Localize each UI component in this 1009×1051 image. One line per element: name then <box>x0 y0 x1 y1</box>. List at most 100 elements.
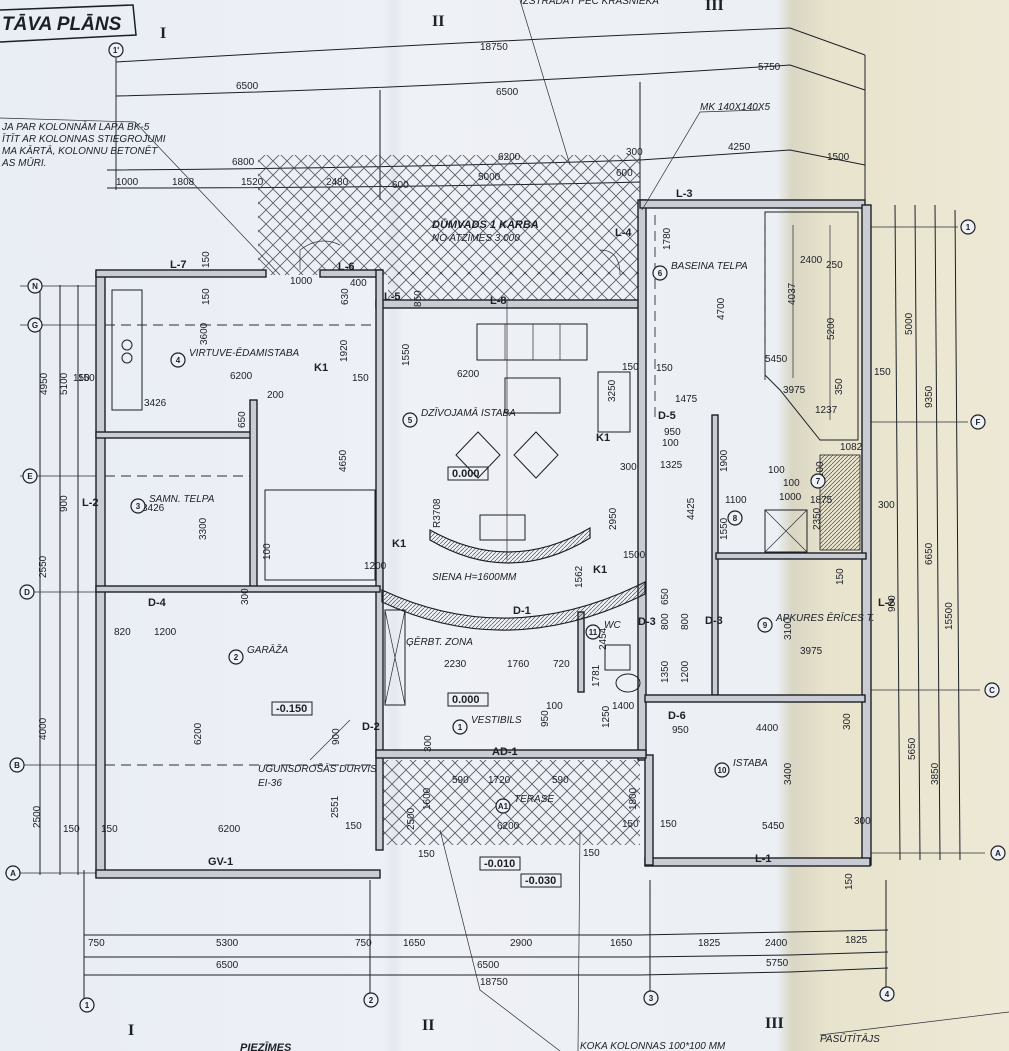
column-note-line: MA KĀRTĀ, KOLONNU BETONĒT <box>2 145 158 157</box>
dimension-inner: 1475 <box>675 394 698 405</box>
axis-left-circle <box>19 584 35 600</box>
axis-left-circle <box>27 317 43 333</box>
coffee-table <box>504 377 561 414</box>
element-mark: D-6 <box>668 710 686 722</box>
dimension-bottom: 6500 <box>477 960 500 971</box>
toilet <box>604 644 631 671</box>
dimension-inner-vertical: 4425 <box>686 497 697 520</box>
dimension-top: 600 <box>616 168 633 179</box>
dimension-inner-vertical: 800 <box>660 613 671 630</box>
dimension-inner-vertical: 1600 <box>422 787 433 810</box>
element-mark: D-4 <box>148 597 167 609</box>
dimension-top: 1500 <box>827 152 850 163</box>
dimension-inner-vertical: 1920 <box>339 339 350 362</box>
dimension-inner-vertical: 6200 <box>193 722 204 745</box>
dimension-bottom: 750 <box>355 938 372 949</box>
dimension-inner: 6200 <box>230 371 253 382</box>
axis-left-circle <box>9 757 25 773</box>
dimension-inner: 1100 <box>725 495 747 506</box>
dimension-inner: 1760 <box>507 659 530 670</box>
axis-bottom: 2 <box>369 996 374 1005</box>
dimension-bottom: 1650 <box>610 938 633 949</box>
room-number: 11 <box>589 628 598 637</box>
dimension-top: 5750 <box>758 62 781 73</box>
room-name: APKURES ĒRĪCES T. <box>775 612 875 624</box>
dimension-inner-vertical: 1250 <box>601 705 612 728</box>
room-name: WC <box>604 620 621 631</box>
dimension-inner-vertical: 1781 <box>591 664 602 687</box>
dimension-inner-vertical: 650 <box>660 588 671 605</box>
dimension-top: 1808 <box>172 177 195 188</box>
dimension-bottom: 18750 <box>480 977 508 988</box>
level-mark: 0.000 <box>452 468 480 480</box>
dimension-bottom: 1825 <box>698 938 721 949</box>
dimension-inner-vertical: 2500 <box>406 807 417 830</box>
axis-bottom-circle <box>879 986 895 1002</box>
dimension-inner: 150 <box>78 373 95 384</box>
axis-bottom-circle <box>363 992 379 1008</box>
dimension-inner: 300 <box>878 500 895 511</box>
curved-wall-d1 <box>381 581 646 631</box>
dressing-zone-label: ĢĒRBT. ZONA <box>406 636 473 648</box>
axis-top: 1' <box>113 46 119 55</box>
dimension-inner: 1325 <box>660 460 683 471</box>
shower <box>764 509 808 553</box>
room-number-circle <box>585 624 601 640</box>
element-mark: L-6 <box>338 261 355 273</box>
section-mark-bottom: II <box>422 1017 434 1034</box>
dimension-left: 4950 <box>39 372 50 395</box>
dimension-inner-vertical: 5200 <box>826 317 837 340</box>
room-number: 10 <box>718 766 727 775</box>
dimension-inner: 3426 <box>142 503 165 514</box>
dimension-inner-vertical: 1900 <box>719 449 730 472</box>
room-name: TERASE <box>514 794 554 805</box>
level-mark: -0.150 <box>276 703 307 715</box>
dimension-inner-vertical: 350 <box>834 378 845 395</box>
dimension-inner: 150 <box>622 819 639 830</box>
element-mark: D-3 <box>638 616 656 628</box>
room-number-circle <box>727 510 743 526</box>
element-mark: K1 <box>314 362 328 374</box>
level-mark: -0.010 <box>484 858 515 870</box>
axis-left-circle <box>22 468 38 484</box>
axis-bottom: 3 <box>649 994 654 1003</box>
chair <box>513 431 559 479</box>
dimension-inner: 820 <box>114 627 131 638</box>
element-mark: K1 <box>392 538 406 550</box>
title-block <box>0 4 137 43</box>
dimension-inner-vertical: 3100 <box>783 617 794 640</box>
dimension-bottom: 5300 <box>216 938 239 949</box>
dimension-left: 900 <box>59 495 70 512</box>
level-box <box>520 873 562 888</box>
dimension-inner-vertical: 1550 <box>401 343 412 366</box>
axis-bottom-circle <box>79 997 95 1013</box>
room-number: 1 <box>458 723 463 732</box>
dimension-inner: 100 <box>783 478 800 489</box>
room-number: 2 <box>234 653 239 662</box>
dimension-inner: 590 <box>452 775 469 786</box>
dimension-right: 5000 <box>904 312 915 335</box>
dimension-inner: 6200 <box>457 369 480 380</box>
column-note-line: JA PAR KOLONNĀM LAPĀ BK-5 <box>1 121 150 133</box>
dimension-inner: 1200 <box>364 561 387 572</box>
element-mark: D-5 <box>658 410 676 422</box>
entry-terrace-hatch <box>383 760 640 845</box>
dimension-inner-vertical: 4037 <box>787 282 798 305</box>
dimension-inner: 2400 <box>800 255 823 266</box>
wardrobe <box>384 609 406 706</box>
dimension-inner-vertical: 900 <box>331 728 342 745</box>
curved-wall-1600 <box>429 526 591 564</box>
dimension-right: 5650 <box>907 737 918 760</box>
axis-left: G <box>32 321 38 330</box>
dimension-inner: 6200 <box>497 821 520 832</box>
dimension-inner-vertical: 300 <box>240 588 251 605</box>
dimension-inner-vertical: 3250 <box>607 379 618 402</box>
dimension-left: 2500 <box>32 805 43 828</box>
level-box <box>447 692 489 707</box>
dimension-inner: 150 <box>874 367 891 378</box>
element-mark: K1 <box>593 564 607 576</box>
dimension-inner: 1237 <box>815 405 838 416</box>
room-number: 5 <box>408 416 413 425</box>
room-name: GARĀŽA <box>247 643 288 656</box>
